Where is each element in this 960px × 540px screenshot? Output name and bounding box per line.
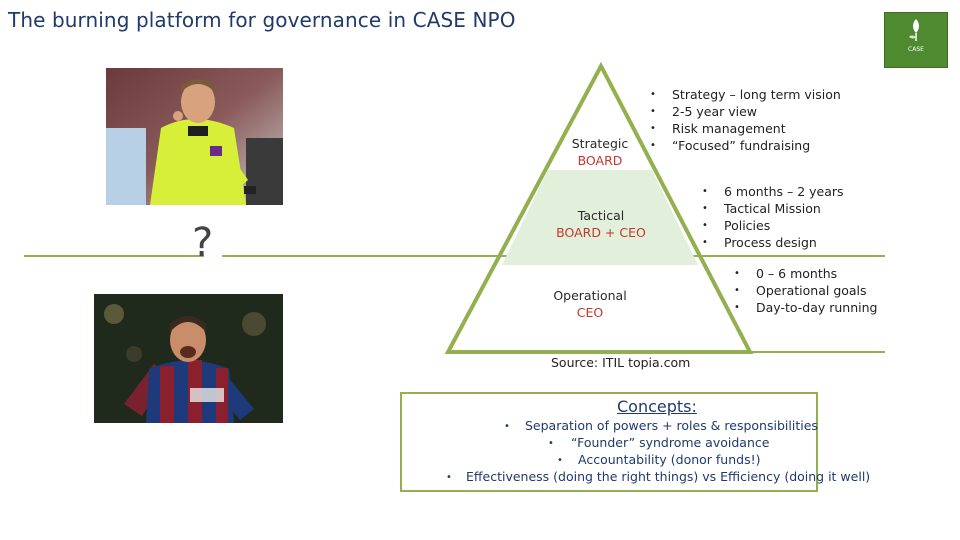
concept-item: Separation of powers + roles & responsib…: [525, 418, 818, 433]
concepts-title: Concepts:: [617, 397, 697, 416]
tier-role: Operational: [553, 288, 627, 303]
left-divider-line: [24, 255, 204, 257]
operational-bullets: 0 – 6 months Operational goals Day-to-da…: [734, 265, 877, 316]
concept-item: Accountability (donor funds!): [578, 452, 761, 467]
tier-role: Tactical: [577, 208, 625, 223]
governance-pyramid: [444, 61, 754, 354]
tier-label-strategic: Strategic BOARD: [558, 135, 642, 169]
concept-item: “Founder” syndrome avoidance: [571, 435, 770, 450]
pyramid-outline: [444, 61, 754, 354]
question-mark: ?: [192, 220, 214, 266]
referee-photo-icon: [106, 68, 283, 205]
strategic-bullets: Strategy – long term vision 2-5 year vie…: [650, 86, 841, 154]
list-item: Operational goals: [734, 282, 877, 299]
list-item: Strategy – long term vision: [650, 86, 841, 103]
tier-who: BOARD: [577, 153, 623, 168]
list-item: 6 months – 2 years: [702, 183, 844, 200]
tier-role: Strategic: [571, 136, 629, 151]
bullet-icon: •: [557, 455, 563, 466]
football-player-photo-icon: [94, 294, 283, 423]
tier-who: CEO: [576, 305, 604, 320]
tier-label-operational: Operational CEO: [540, 287, 640, 321]
list-item: Risk management: [650, 120, 841, 137]
tier-label-tactical: Tactical BOARD + CEO: [546, 207, 656, 241]
list-item: 0 – 6 months: [734, 265, 877, 282]
list-item: Process design: [702, 234, 844, 251]
list-item: Policies: [702, 217, 844, 234]
pyramid-tactical-tier: [502, 170, 698, 265]
bullet-icon: •: [504, 421, 510, 432]
concepts-box: [400, 392, 818, 492]
bullet-icon: •: [548, 438, 554, 449]
source-caption: Source: ITIL topia.com: [551, 355, 691, 370]
right-bottom-divider-line: [750, 351, 885, 353]
list-item: Tactical Mission: [702, 200, 844, 217]
concept-item: Effectiveness (doing the right things) v…: [466, 469, 871, 484]
logo-text: CASE: [908, 46, 924, 53]
pyramid-strategic-tier: [548, 66, 652, 170]
logo-icon: CASE: [884, 12, 948, 68]
list-item: “Focused” fundraising: [650, 137, 841, 154]
bullet-icon: •: [446, 472, 452, 483]
tier-who: BOARD + CEO: [556, 225, 646, 240]
pyramid-operational-tier: [448, 265, 750, 352]
slide-title: The burning platform for governance in C…: [8, 8, 516, 32]
list-item: 2-5 year view: [650, 103, 841, 120]
list-item: Day-to-day running: [734, 299, 877, 316]
tactical-bullets: 6 months – 2 years Tactical Mission Poli…: [702, 183, 844, 251]
